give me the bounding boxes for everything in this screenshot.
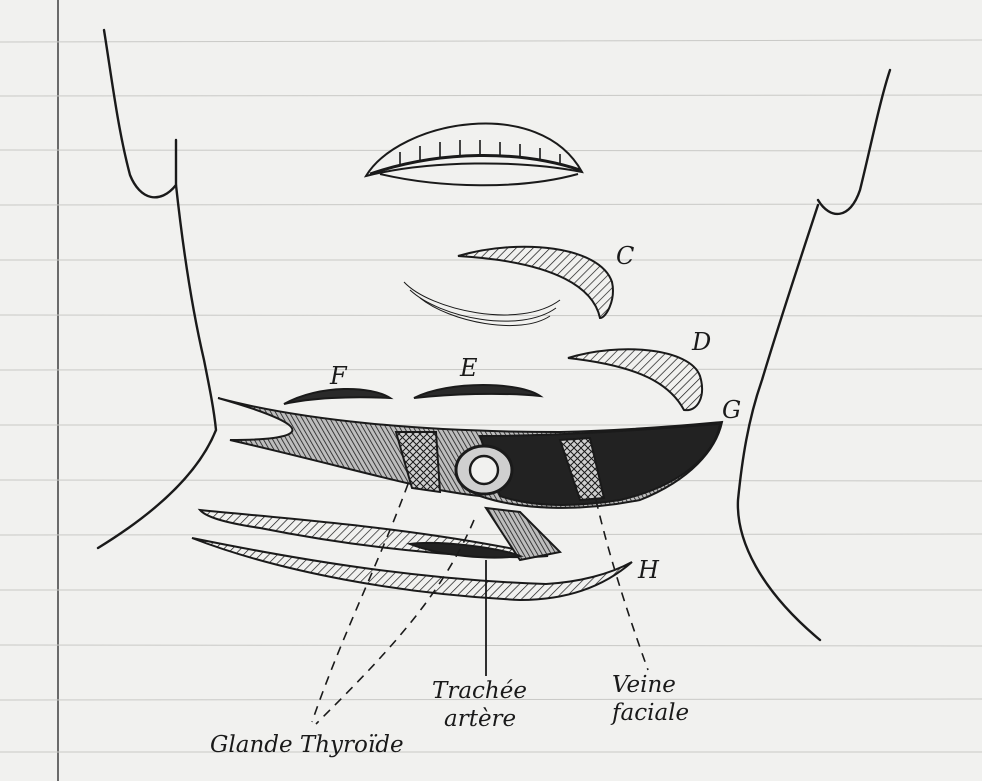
mouth: [366, 124, 582, 186]
label-g: G: [722, 396, 741, 424]
label-d: D: [691, 328, 711, 356]
incision-d: [568, 349, 702, 410]
incision-e: [414, 385, 540, 398]
chin-crease: [404, 282, 560, 326]
caption-veine: Veine: [612, 672, 676, 698]
caption-trachee: Trachée: [432, 678, 527, 704]
caption-faciale: faciale: [610, 700, 689, 726]
caption-glande-thyroide: Glande Thyroïde: [210, 732, 404, 758]
label-e: E: [459, 354, 478, 382]
incision-h: [192, 508, 632, 600]
incision-f: [284, 389, 390, 404]
incision-c: [458, 247, 613, 318]
label-c: C: [616, 242, 634, 270]
caption-artere: artère: [444, 706, 516, 732]
incision-g: [218, 398, 722, 508]
label-h: H: [637, 556, 660, 584]
label-f: F: [329, 362, 348, 390]
